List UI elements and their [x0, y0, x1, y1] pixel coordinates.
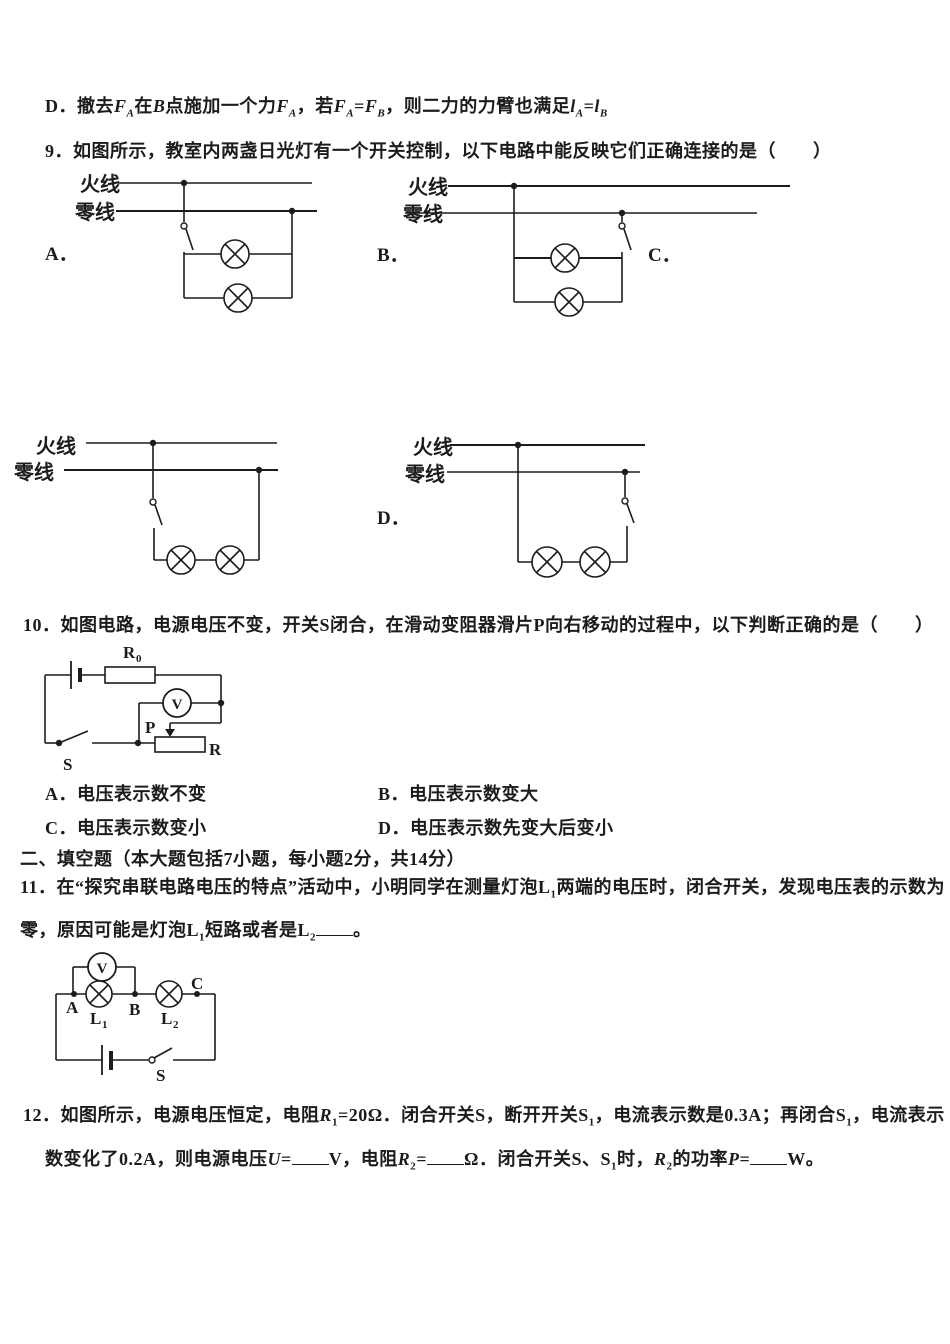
lamp-l2-label: L: [161, 1009, 172, 1028]
circuit-9c: 火线 零线: [13, 434, 278, 575]
resistor-r0-label: R: [123, 643, 136, 662]
point-c-label: C: [191, 974, 203, 993]
lamp-icon: [550, 243, 580, 273]
point-a-label: A: [66, 998, 79, 1017]
live-wire-label: 火线: [80, 172, 120, 196]
switch-icon: [180, 183, 194, 251]
option-c-label: C．: [648, 245, 681, 266]
lamp-icon: [220, 239, 250, 269]
lamp-icon: [155, 980, 183, 1008]
voltmeter-label: V: [97, 961, 108, 977]
lamp-icon: [531, 546, 563, 578]
voltmeter-icon: V: [87, 952, 117, 982]
live-wire-label: 火线: [413, 435, 453, 459]
live-wire-label: 火线: [408, 175, 448, 199]
slider-arrow-icon: [165, 723, 175, 737]
battery-icon: [70, 661, 82, 689]
neutral-wire-label: 零线: [402, 202, 443, 226]
switch-icon: [149, 443, 163, 526]
circuit-10: R 0 V R P: [44, 643, 225, 774]
neutral-wire-label: 零线: [404, 462, 445, 486]
question-12-line-2: 数变化了0.2A，则电源电压U=V，电阻R2=Ω．闭合开关S、S1时，R2的功率…: [45, 1149, 825, 1173]
q10-option-a: A．电压表示数不变: [45, 784, 207, 804]
point-b-label: B: [129, 1000, 140, 1019]
junction-dot: [194, 991, 200, 997]
question-8-option-d: D．撤去FA在B点施加一个力FA，若FA=FB，则二力的力臂也满足lA=lB: [45, 96, 608, 120]
switch-s-label: S: [63, 755, 72, 774]
section-2-header: 二、填空题（本大题包括7小题，每小题2分，共14分）: [20, 849, 465, 869]
q10-option-c: C．电压表示数变小: [45, 818, 207, 838]
rheostat-r-label: R: [209, 740, 222, 759]
switch-icon: [55, 730, 89, 747]
circuit-11: V: [55, 952, 216, 1085]
switch-icon: [148, 1047, 173, 1064]
question-11-line-1: 11．在“探究串联电路电压的特点”活动中，小明同学在测量灯泡L1两端的电压时，闭…: [20, 877, 946, 901]
question-11-line-2: 零，原因可能是灯泡L1短路或者是L2。: [20, 920, 372, 944]
voltmeter-label: V: [172, 697, 183, 713]
lamp-l1-label: L: [90, 1009, 101, 1028]
junction-dot: [132, 991, 138, 997]
lamp-l1-subscript: 1: [102, 1019, 108, 1031]
lamp-l2-subscript: 2: [173, 1019, 179, 1031]
rheostat-r: [154, 736, 206, 753]
circuit-9a: 火线 零线 A．: [45, 172, 317, 313]
lamp-icon: [85, 980, 113, 1008]
option-b-label: B．: [377, 245, 409, 266]
q10-option-d: D．电压表示数先变大后变小: [378, 818, 614, 838]
circuit-9b: 火线 零线 B． C．: [377, 175, 790, 317]
junction-dot: [71, 991, 77, 997]
neutral-wire-label: 零线: [13, 460, 54, 484]
live-wire-label: 火线: [36, 434, 76, 458]
option-d-label: D．: [377, 508, 410, 529]
neutral-wire-label: 零线: [74, 200, 115, 224]
question-9-stem: 9．如图所示，教室内两盏日光灯有一个开关控制，以下电路中能反映它们正确连接的是（…: [45, 141, 832, 161]
lamp-icon: [223, 283, 253, 313]
battery-icon: [101, 1045, 113, 1075]
voltmeter-icon: V: [162, 688, 192, 718]
q10-option-b: B．电压表示数变大: [378, 784, 539, 804]
lamp-icon: [554, 287, 584, 317]
lamp-icon: [579, 546, 611, 578]
lamp-icon: [215, 545, 245, 575]
switch-icon: [621, 472, 635, 562]
resistor-r0: [104, 666, 156, 684]
switch-icon: [618, 213, 632, 302]
option-a-label: A．: [45, 244, 78, 265]
switch-s-label: S: [156, 1066, 165, 1085]
lamp-icon: [166, 545, 196, 575]
question-12-line-1: 12．如图所示，电源电压恒定，电阻R1=20Ω．闭合开关S，断开开关S1，电流表…: [23, 1105, 945, 1129]
question-10-stem: 10．如图电路，电源电压不变，开关S闭合，在滑动变阻器滑片P向右移动的过程中，以…: [23, 615, 934, 635]
resistor-r0-subscript: 0: [136, 653, 142, 665]
junction-dot: [134, 739, 142, 747]
slider-p-label: P: [145, 718, 155, 737]
circuit-9d: 火线 零线 D．: [377, 435, 645, 578]
